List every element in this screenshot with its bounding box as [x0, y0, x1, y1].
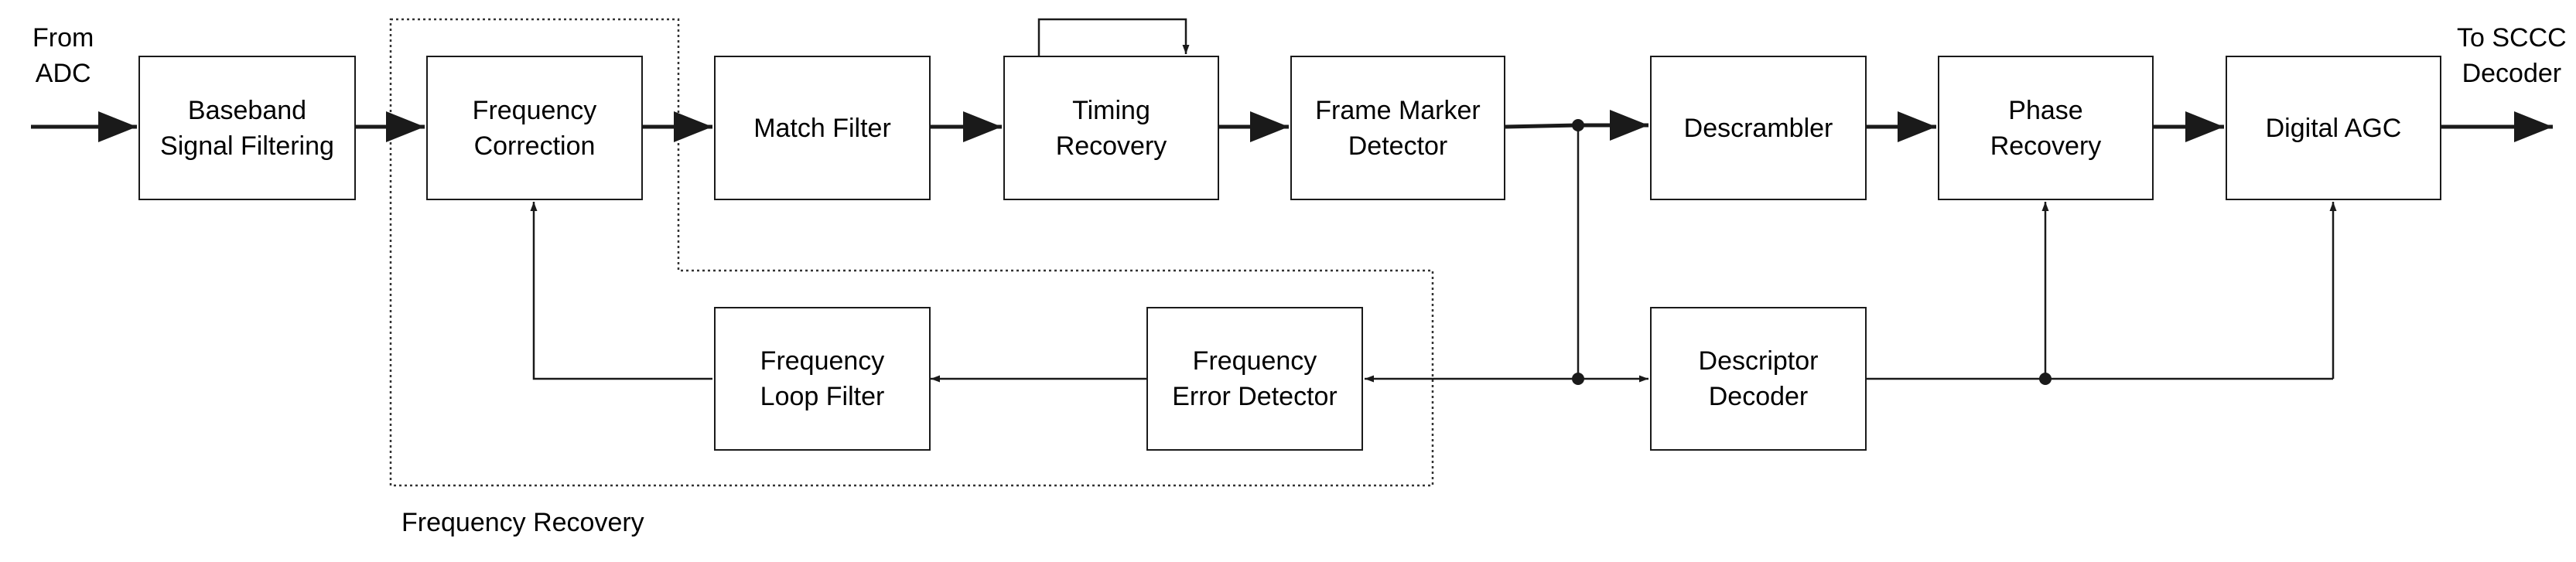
output-label-line1: To SCCC: [2457, 23, 2567, 53]
descriptor-decoder-block: Descriptor Decoder: [1650, 307, 1867, 451]
digital-agc-block: Digital AGC: [2226, 56, 2441, 200]
input-label-line2: ADC: [35, 59, 91, 88]
block-label-line1: Frequency: [1192, 346, 1317, 376]
frame-marker-detector-block: Frame Marker Detector: [1290, 56, 1505, 200]
block-label-line2: Signal Filtering: [160, 131, 334, 161]
baseband-signal-filtering-block: Baseband Signal Filtering: [138, 56, 356, 200]
block-label-line2: Decoder: [1708, 382, 1809, 411]
block-label-line2: Detector: [1348, 131, 1448, 161]
output-label: To SCCC Decoder: [2457, 20, 2567, 91]
block-label-line1: Descrambler: [1683, 113, 1833, 143]
match-filter-block: Match Filter: [714, 56, 931, 200]
junction-dot-bottom: [1572, 373, 1584, 385]
input-label: From ADC: [32, 20, 94, 91]
frequency-correction-block: Frequency Correction: [426, 56, 643, 200]
junction-dot-top: [1572, 119, 1584, 131]
block-label-line2: Recovery: [1990, 131, 2102, 161]
block-label-line2: Correction: [473, 131, 596, 161]
block-label-line1: Digital AGC: [2265, 113, 2402, 143]
timing-recovery-feedback-loop: [1037, 18, 1190, 56]
junction-dot-descriptor: [2039, 373, 2052, 385]
block-label-line2: Loop Filter: [760, 382, 885, 411]
block-label-line1: Frequency: [472, 95, 597, 125]
block-label-line1: Phase: [2008, 95, 2083, 125]
block-label-line2: Recovery: [1055, 131, 1167, 161]
frequency-loop-filter-block: Frequency Loop Filter: [714, 307, 931, 451]
block-label-line1: Frame Marker: [1315, 95, 1481, 125]
block-label-line1: Frequency: [760, 346, 885, 376]
input-label-line1: From: [32, 23, 94, 53]
frequency-recovery-group-label: Frequency Recovery: [401, 508, 644, 537]
block-label-line2: Error Detector: [1172, 382, 1338, 411]
phase-recovery-block: Phase Recovery: [1938, 56, 2154, 200]
arrow-loop-filter-to-freq-correction: [530, 202, 712, 380]
frequency-error-detector-block: Frequency Error Detector: [1146, 307, 1363, 451]
output-label-line2: Decoder: [2462, 59, 2562, 88]
frequency-recovery-group-boundary: [389, 18, 1434, 487]
block-label-line1: Timing: [1072, 95, 1150, 125]
block-label-line1: Descriptor: [1698, 346, 1819, 376]
block-label-line1: Baseband: [187, 95, 307, 125]
timing-recovery-block: Timing Recovery: [1003, 56, 1219, 200]
block-label-line1: Match Filter: [753, 113, 891, 143]
descrambler-block: Descrambler: [1650, 56, 1867, 200]
